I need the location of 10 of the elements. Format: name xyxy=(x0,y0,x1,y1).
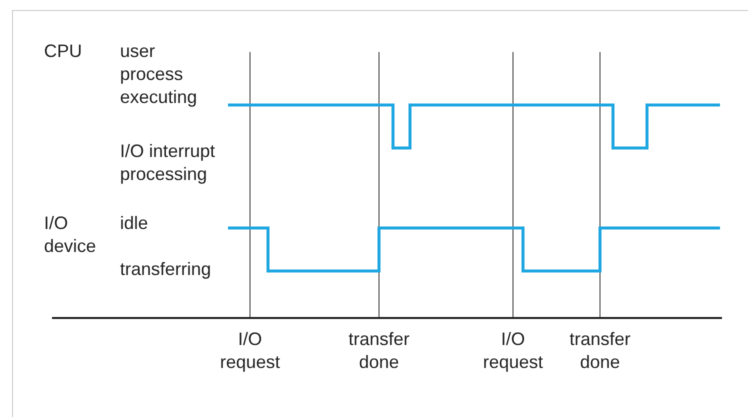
signal-name: CPU xyxy=(44,40,84,63)
signal-name: I/O device xyxy=(44,212,98,258)
state-label: I/O interrupt processing xyxy=(120,140,216,186)
state-label: idle xyxy=(120,212,150,235)
event-label: I/O request xyxy=(218,328,282,374)
event-label: transfer done xyxy=(347,328,411,374)
event-label: transfer done xyxy=(568,328,632,374)
state-label: transferring xyxy=(120,258,212,281)
event-label: I/O request xyxy=(482,328,544,374)
state-label: user process executing xyxy=(120,40,198,109)
